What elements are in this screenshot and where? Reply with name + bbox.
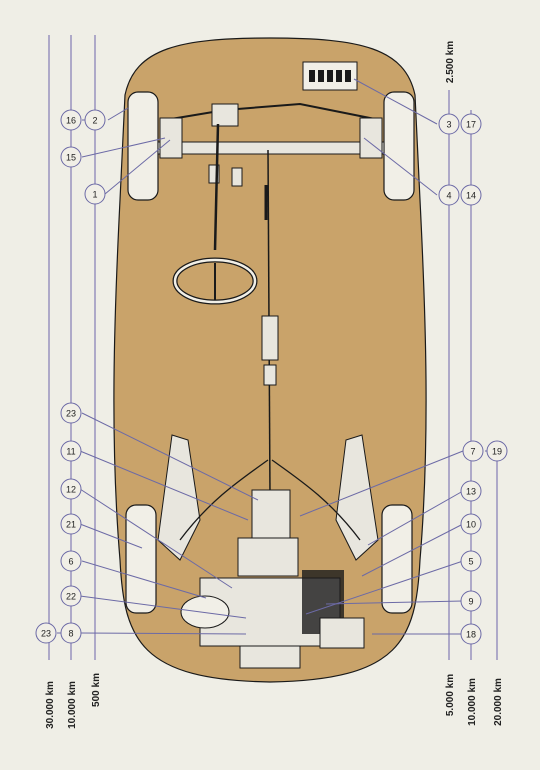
svg-text:5: 5 [468, 557, 473, 567]
callout-2: 2 [84, 109, 106, 131]
left-king-pin [159, 117, 183, 159]
left-leader-lines [57, 107, 259, 635]
label-2500-km: 2.500 km [445, 41, 456, 83]
front-axle-beam [157, 141, 385, 155]
air-filter [180, 595, 230, 629]
svg-text:11: 11 [66, 447, 75, 457]
svg-text:2: 2 [92, 116, 97, 126]
label-10000-km-left: 10.000 km [67, 681, 78, 729]
svg-text:4: 4 [446, 191, 451, 201]
svg-text:14: 14 [466, 191, 476, 201]
callout-21: 21 [60, 513, 82, 535]
fuse-row [309, 70, 351, 82]
callout-7: 7 [462, 440, 484, 462]
brake-pedal [231, 167, 243, 187]
svg-text:16: 16 [66, 116, 76, 126]
steering-wheel-inner [173, 258, 257, 304]
callout-8: 8 [60, 622, 82, 644]
svg-text:15: 15 [66, 153, 76, 163]
front-right-wheel [383, 91, 415, 201]
muffler [319, 617, 365, 649]
callout-4: 4 [438, 184, 460, 206]
svg-text:17: 17 [466, 120, 476, 130]
exhaust [239, 645, 301, 669]
steering-box [211, 103, 239, 127]
callout-12: 12 [60, 478, 82, 500]
callout-22: 22 [60, 585, 82, 607]
callout-18: 18 [460, 623, 482, 645]
label-5000-km: 5.000 km [445, 674, 456, 716]
label-30000-km-left: 30.000 km [45, 681, 56, 729]
callout-6: 6 [60, 550, 82, 572]
label-500-km: 500 km [91, 673, 102, 707]
svg-text:9: 9 [468, 597, 473, 607]
svg-text:18: 18 [466, 630, 476, 640]
tie-rod [164, 102, 381, 121]
callout-16: 16 [60, 109, 82, 131]
svg-text:3: 3 [446, 120, 451, 130]
callout-19: 19 [486, 440, 508, 462]
svg-text:8: 8 [68, 629, 73, 639]
svg-text:13: 13 [466, 487, 476, 497]
svg-text:1: 1 [92, 190, 97, 200]
callout-15: 15 [60, 146, 82, 168]
svg-text:12: 12 [66, 485, 76, 495]
front-left-wheel [127, 91, 159, 201]
callout-23-upper: 23 [60, 402, 82, 424]
svg-text:7: 7 [470, 447, 475, 457]
callout-11: 11 [60, 440, 82, 462]
callout-3: 3 [438, 113, 460, 135]
svg-text:23: 23 [66, 409, 76, 419]
svg-text:21: 21 [66, 520, 76, 530]
differential [237, 537, 299, 577]
clutch-pedal [208, 164, 220, 184]
callout-23-lower: 23 [35, 622, 57, 644]
right-trailing-arm [335, 434, 379, 561]
label-20000-km: 20.000 km [493, 678, 504, 726]
steering-column [213, 123, 220, 251]
callout-13: 13 [460, 480, 482, 502]
svg-text:22: 22 [66, 592, 76, 602]
callout-1: 1 [84, 183, 106, 205]
rear-left-wheel [125, 504, 157, 614]
label-10000-km-right: 10.000 km [467, 678, 478, 726]
rear-right-wheel [381, 504, 413, 614]
svg-text:23: 23 [41, 629, 51, 639]
callout-5: 5 [460, 550, 482, 572]
callout-17: 17 [460, 113, 482, 135]
brake-cables [179, 459, 361, 541]
right-leader-lines [299, 78, 497, 635]
svg-text:6: 6 [68, 557, 73, 567]
svg-text:19: 19 [492, 447, 502, 457]
callout-9: 9 [460, 590, 482, 612]
right-king-pin [359, 117, 383, 159]
callout-10: 10 [460, 513, 482, 535]
transmission-housing [251, 489, 291, 541]
callout-14: 14 [460, 184, 482, 206]
handbrake [261, 315, 279, 361]
cable-joint [263, 364, 277, 386]
svg-text:10: 10 [466, 520, 476, 530]
